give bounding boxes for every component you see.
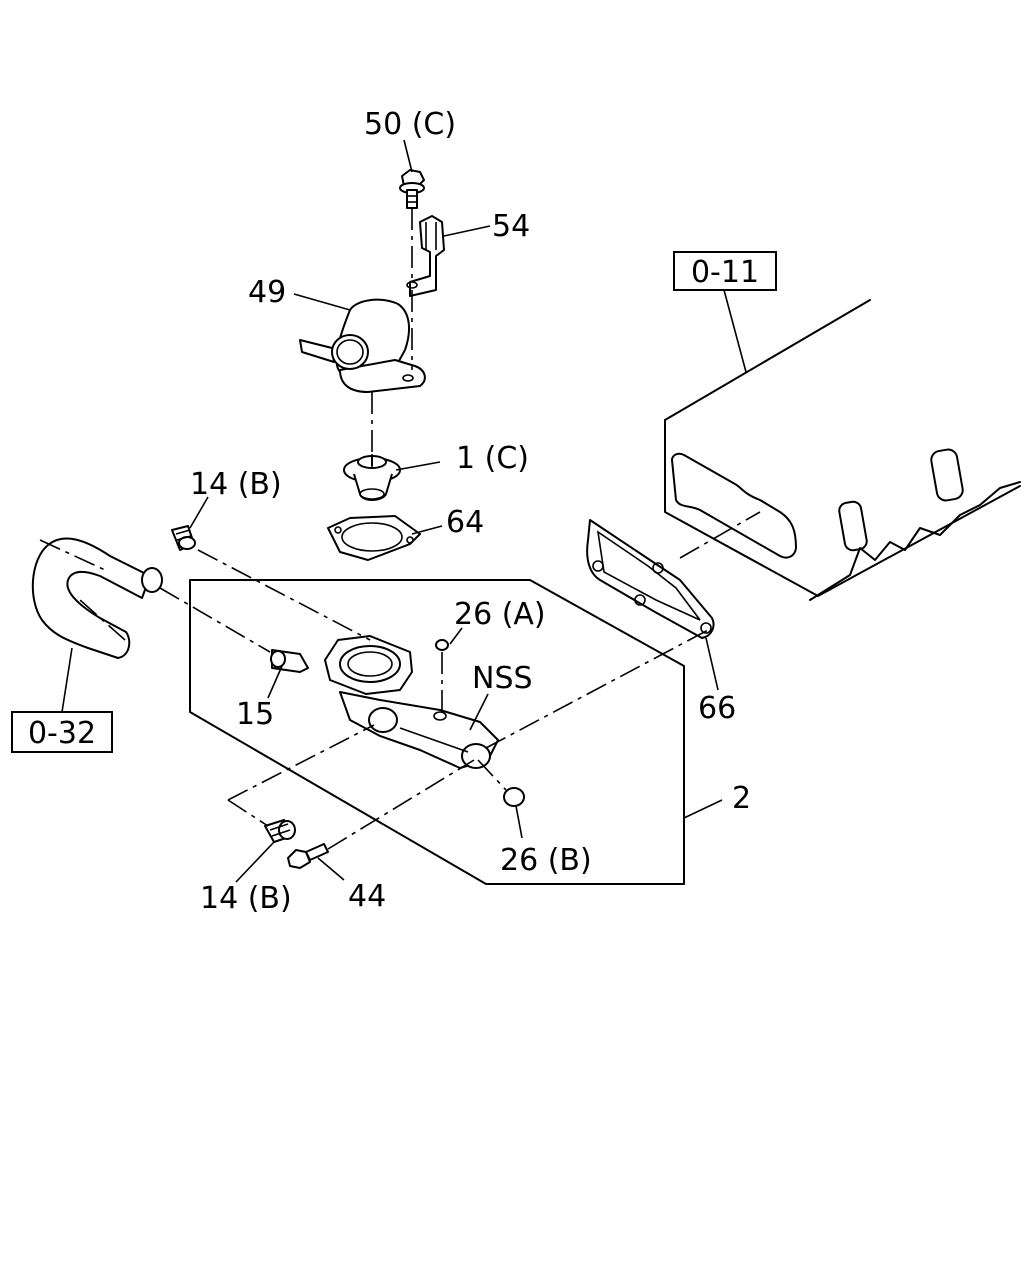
- reference-box-o32: 0-32: [11, 711, 113, 753]
- reference-label: 0-11: [691, 255, 759, 290]
- callout-15: 15: [236, 697, 274, 732]
- bolt-50c: [399, 169, 425, 209]
- bolt-hole: [592, 560, 604, 572]
- callout-50c: 50 (C): [364, 107, 456, 142]
- reference-box-o11: 0-11: [673, 251, 777, 291]
- gasket-64: [327, 515, 421, 561]
- callout-26a: 26 (A): [454, 597, 546, 632]
- callout-49: 49: [248, 275, 286, 310]
- plug-14b-bottom: [264, 819, 296, 843]
- callout-1c: 1 (C): [456, 441, 529, 476]
- engine-block: [664, 299, 1021, 601]
- bolt-hole: [700, 622, 712, 634]
- callout-2: 2: [732, 781, 751, 816]
- callout-66: 66: [698, 691, 736, 726]
- callout-26b: 26 (B): [500, 843, 592, 878]
- bolt-44: [287, 843, 329, 869]
- outlet-pipe-assembly: [324, 635, 499, 769]
- washer-26a: [435, 639, 449, 651]
- callout-14b-top: 14 (B): [190, 467, 282, 502]
- plug-14b-top: [171, 525, 196, 551]
- callout-64: 64: [446, 505, 484, 540]
- hose: [31, 537, 163, 659]
- bolt-hole: [652, 562, 664, 574]
- fitting-15: [270, 649, 309, 673]
- callout-44: 44: [348, 879, 386, 914]
- housing-49: [299, 298, 426, 393]
- washer-26b: [503, 787, 525, 807]
- bracket-54: [406, 215, 445, 297]
- callout-14b-bottom: 14 (B): [200, 881, 292, 916]
- callout-54: 54: [492, 209, 530, 244]
- assembly-outline-2: [189, 579, 685, 885]
- gasket-66: [586, 519, 715, 639]
- reference-label: 0-32: [28, 716, 96, 751]
- bolt-hole: [634, 594, 646, 606]
- callout-nss: NSS: [472, 661, 533, 696]
- thermostat-1c: [343, 454, 401, 501]
